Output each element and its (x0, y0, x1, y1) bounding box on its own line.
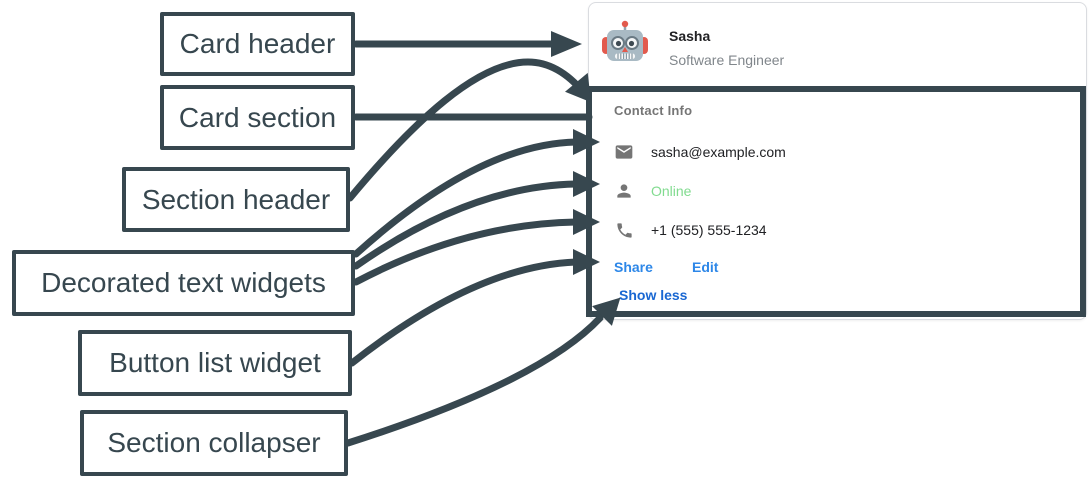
decorated-text-row-phone: +1 (555) 555-1234 (614, 220, 767, 240)
button-list-arrow (348, 249, 600, 367)
phone-icon (614, 220, 634, 240)
label-button-list-widget: Button list widget (78, 330, 352, 396)
label-section-header: Section header (122, 167, 350, 232)
decorated-text-arrow-phone (352, 209, 600, 286)
status-text: Online (651, 183, 692, 199)
label-card-section: Card section (160, 85, 355, 150)
card-title: Sasha (669, 28, 711, 44)
card-subtitle: Software Engineer (669, 52, 785, 68)
person-icon (614, 181, 634, 201)
label-decorated-text-widgets: Decorated text widgets (12, 250, 355, 316)
card-header-arrow (352, 31, 582, 57)
phone-text: +1 (555) 555-1234 (651, 222, 767, 238)
robot-avatar-icon (602, 20, 648, 61)
email-icon (614, 142, 634, 162)
decorated-text-row-status: Online (614, 181, 691, 201)
decorated-text-row-email: sasha@example.com (614, 142, 786, 162)
email-text: sasha@example.com (651, 144, 786, 160)
card-header-area: Sasha Software Engineer (589, 3, 1086, 87)
label-card-header: Card header (160, 12, 355, 76)
label-section-collapser: Section collapser (80, 410, 348, 476)
button-list: Share Edit (592, 259, 1080, 279)
show-less-button[interactable]: Show less (619, 287, 688, 303)
edit-button[interactable]: Edit (692, 259, 719, 275)
section-header-arrow (346, 58, 591, 202)
section-header-title: Contact Info (614, 103, 693, 118)
decorated-text-arrow-email (352, 129, 600, 258)
card-section-area: Contact Info sasha@example.com Online +1… (586, 86, 1086, 317)
share-button[interactable]: Share (614, 259, 653, 275)
decorated-text-arrow-status (352, 171, 600, 270)
